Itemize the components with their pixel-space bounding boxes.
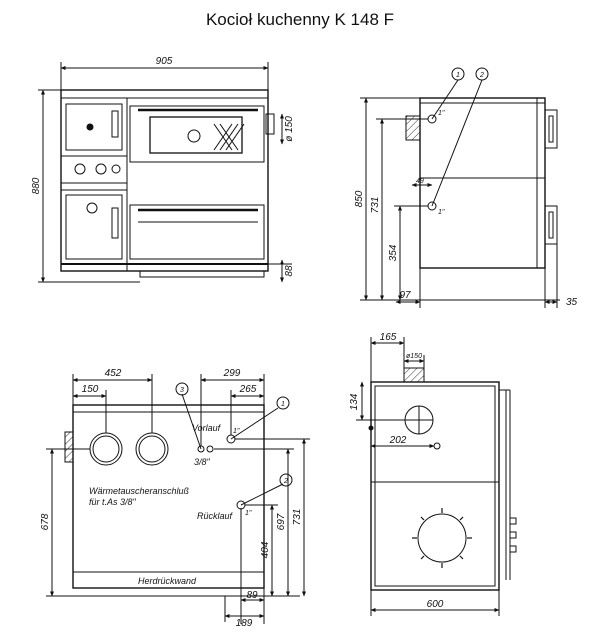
front-pipe-label: ø 150 bbox=[284, 116, 295, 142]
side-marker-1: 1 bbox=[456, 72, 460, 79]
top-dim-600: 600 bbox=[427, 599, 444, 610]
rear-marker-1: 1 bbox=[281, 401, 285, 408]
side-height-354: 354 bbox=[388, 244, 399, 261]
front-width-label: 905 bbox=[156, 56, 173, 67]
rear-vorlauf-size: 1" bbox=[233, 428, 240, 435]
side-offset-49: 49 bbox=[416, 178, 424, 185]
side-depth-97: 97 bbox=[399, 290, 411, 301]
top-view bbox=[356, 337, 517, 616]
rear-size-38: 3/8" bbox=[194, 457, 211, 467]
rear-ruecklauf-label: Rücklauf bbox=[197, 511, 234, 521]
rear-back-wall-label: Herdrückwand bbox=[138, 576, 197, 586]
rear-dim-731: 731 bbox=[292, 509, 303, 526]
rear-dim-452: 452 bbox=[105, 368, 122, 379]
rear-dim-678: 678 bbox=[40, 513, 51, 530]
rear-ruecklauf-size: 1" bbox=[245, 510, 252, 517]
drawing-title: Kocioł kuchenny K 148 F bbox=[205, 10, 395, 29]
rear-dim-299: 299 bbox=[223, 368, 241, 379]
top-dim-165: 165 bbox=[380, 332, 397, 343]
side-depth-35: 35 bbox=[566, 297, 578, 308]
side-marker-2: 2 bbox=[479, 72, 484, 79]
front-view bbox=[38, 62, 292, 283]
rear-marker-3: 3 bbox=[180, 387, 184, 394]
rear-dim-404: 404 bbox=[260, 541, 271, 558]
top-dim-134: 134 bbox=[349, 393, 360, 410]
top-dim-202: 202 bbox=[389, 435, 407, 446]
rear-heat-exchanger-label: Wärmetauscheranschluß bbox=[89, 486, 190, 496]
rear-marker-2: 2 bbox=[283, 478, 288, 485]
rear-dim-697: 697 bbox=[276, 513, 287, 530]
rear-view bbox=[46, 374, 310, 624]
front-plinth-label: 88 bbox=[284, 265, 295, 277]
side-conn-1: 1" bbox=[438, 110, 445, 117]
top-dim-pipe: ø150 bbox=[406, 353, 422, 360]
rear-dim-150: 150 bbox=[82, 384, 99, 395]
rear-dim-189: 189 bbox=[236, 618, 253, 629]
rear-dim-89: 89 bbox=[246, 590, 258, 601]
front-height-label: 880 bbox=[31, 177, 42, 194]
side-view bbox=[360, 67, 560, 308]
side-height-731: 731 bbox=[370, 197, 381, 214]
rear-heat-exchanger-size: für t.As 3/8" bbox=[89, 497, 137, 507]
rear-dim-265: 265 bbox=[239, 384, 257, 395]
rear-vorlauf-label: Vorlauf bbox=[192, 423, 222, 433]
side-conn-2: 1" bbox=[438, 209, 445, 216]
side-height-850: 850 bbox=[354, 190, 365, 207]
